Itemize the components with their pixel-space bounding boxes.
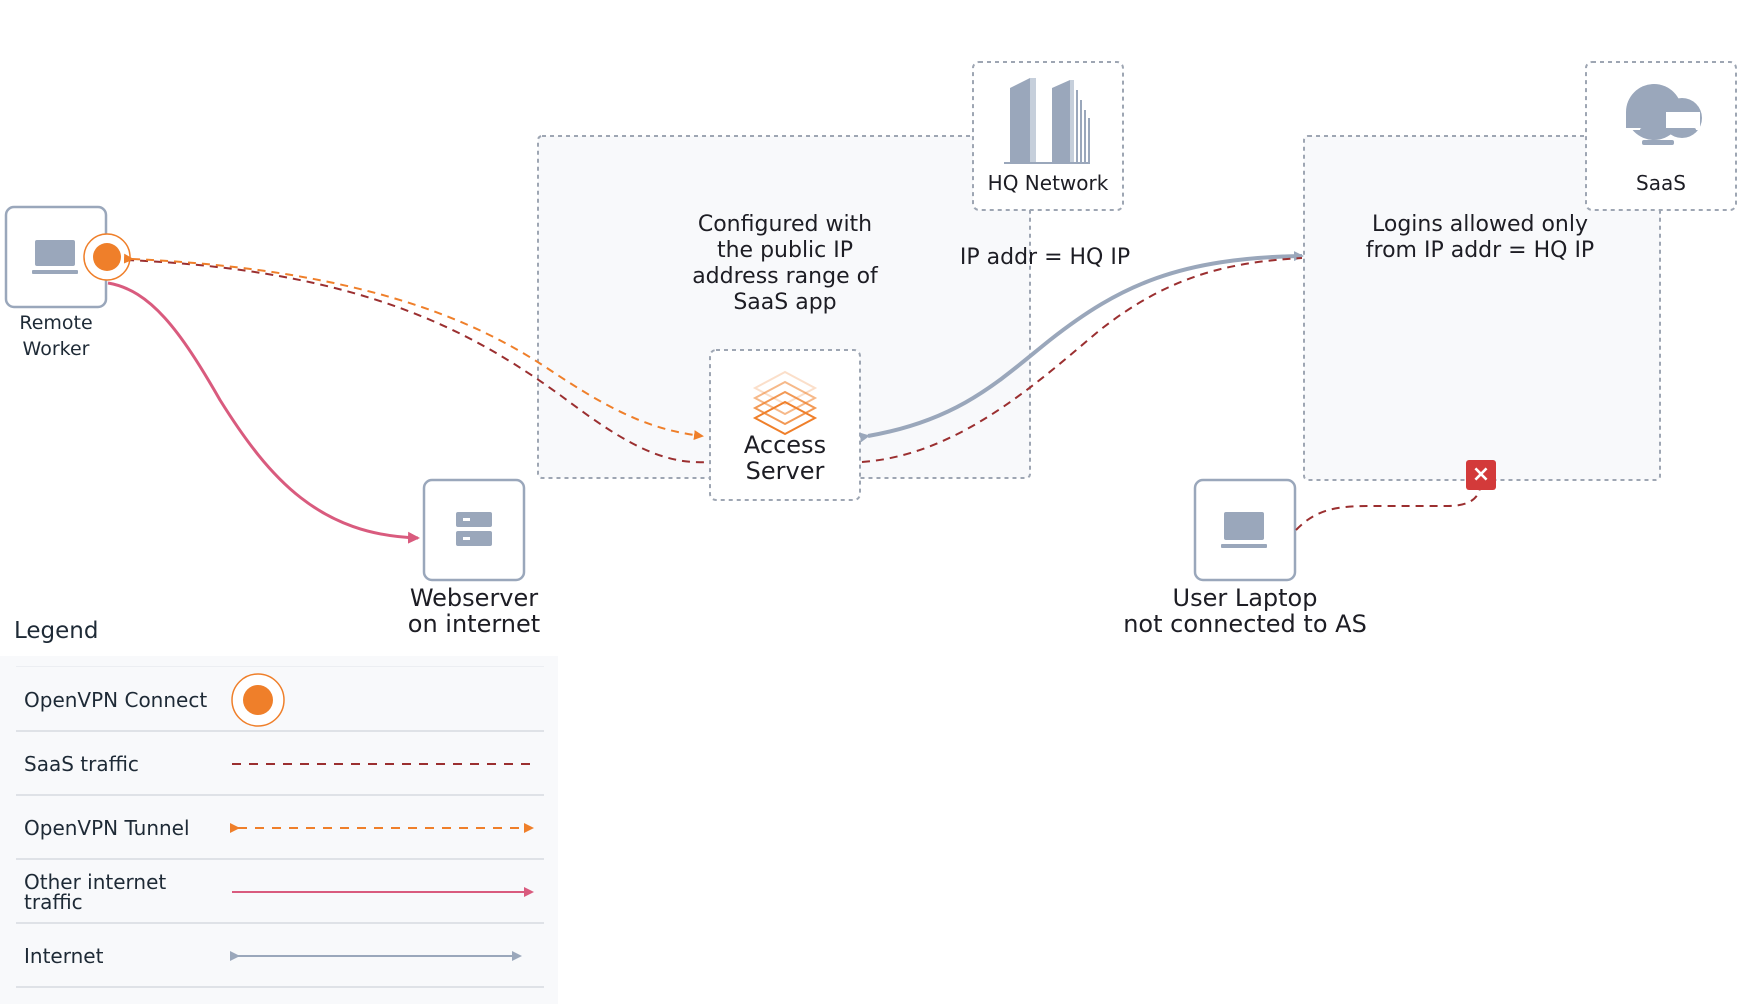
blocked-x-icon: × (1471, 462, 1491, 487)
legend-panel: OpenVPN Connect SaaS traffic OpenVPN Tun… (0, 656, 558, 1004)
access-server-label-line2: Server (745, 457, 825, 485)
internet-link (859, 251, 1304, 443)
legend-row-openvpn-connect: OpenVPN Connect (16, 668, 544, 732)
buildings-icon (1004, 78, 1090, 164)
hq-config-line: the public IP (716, 238, 854, 263)
saas-zone (1303, 135, 1661, 481)
remote-worker-label-line2: Worker (22, 338, 90, 360)
hq-config-line: SaaS app (733, 290, 837, 315)
access-server-label: Access Server (710, 432, 860, 484)
server-icon (456, 512, 492, 546)
hq-config-annotation: Configured with the public IP address ra… (660, 212, 910, 316)
legend-label: Other internet traffic (24, 872, 166, 912)
remote-worker-label: Remote Worker (0, 310, 112, 362)
legend-row-openvpn-tunnel: OpenVPN Tunnel (16, 796, 544, 860)
user-laptop-label-line2: not connected to AS (1123, 610, 1367, 638)
blocked-saas-link (1295, 487, 1481, 531)
legend-row-saas-traffic: SaaS traffic (16, 732, 544, 796)
webserver-label-line2: on internet (407, 610, 541, 638)
hq-config-line: address range of (692, 264, 878, 289)
ip-addr-annotation: IP addr = HQ IP (959, 245, 1131, 270)
laptop-icon (1221, 512, 1267, 548)
legend-label-line1: Other internet (24, 870, 167, 894)
other-internet-link (107, 281, 420, 544)
legend-label: SaaS traffic (24, 752, 139, 776)
webserver-label-line1: Webserver (409, 584, 539, 612)
layers-icon (752, 370, 818, 436)
user-laptop-label: User Laptop not connected to AS (1100, 585, 1390, 637)
legend-row-other-internet: Other internet traffic (16, 860, 544, 924)
legend-label: OpenVPN Tunnel (24, 816, 190, 840)
access-server-label-line1: Access (743, 431, 827, 459)
blocked-marker (1466, 460, 1496, 490)
webserver-label: Webserver on internet (374, 585, 574, 637)
cloud-icon (1626, 84, 1702, 145)
saas-logins-annotation: Logins allowed only from IP addr = HQ IP (1340, 212, 1620, 264)
saas-traffic-link (861, 257, 1303, 463)
saas-label: SaaS (1636, 171, 1686, 195)
hq-network-label: HQ Network (987, 171, 1109, 195)
legend-label: OpenVPN Connect (24, 688, 208, 712)
legend-divider (16, 666, 544, 667)
legend-title: Legend (14, 618, 99, 644)
hq-config-line: Configured with (697, 212, 873, 237)
saas-logins-line: from IP addr = HQ IP (1365, 238, 1595, 263)
laptop-icon (32, 240, 78, 274)
remote-worker-label-line1: Remote (19, 312, 93, 334)
openvpn-connect-icon (83, 233, 131, 281)
user-laptop-label-line1: User Laptop (1172, 584, 1318, 612)
legend-label-line2: traffic (24, 890, 83, 914)
legend-row-internet: Internet (16, 924, 544, 988)
legend-label: Internet (24, 944, 104, 968)
webserver-box (422, 478, 526, 582)
saas-logins-line: Logins allowed only (1372, 212, 1588, 237)
